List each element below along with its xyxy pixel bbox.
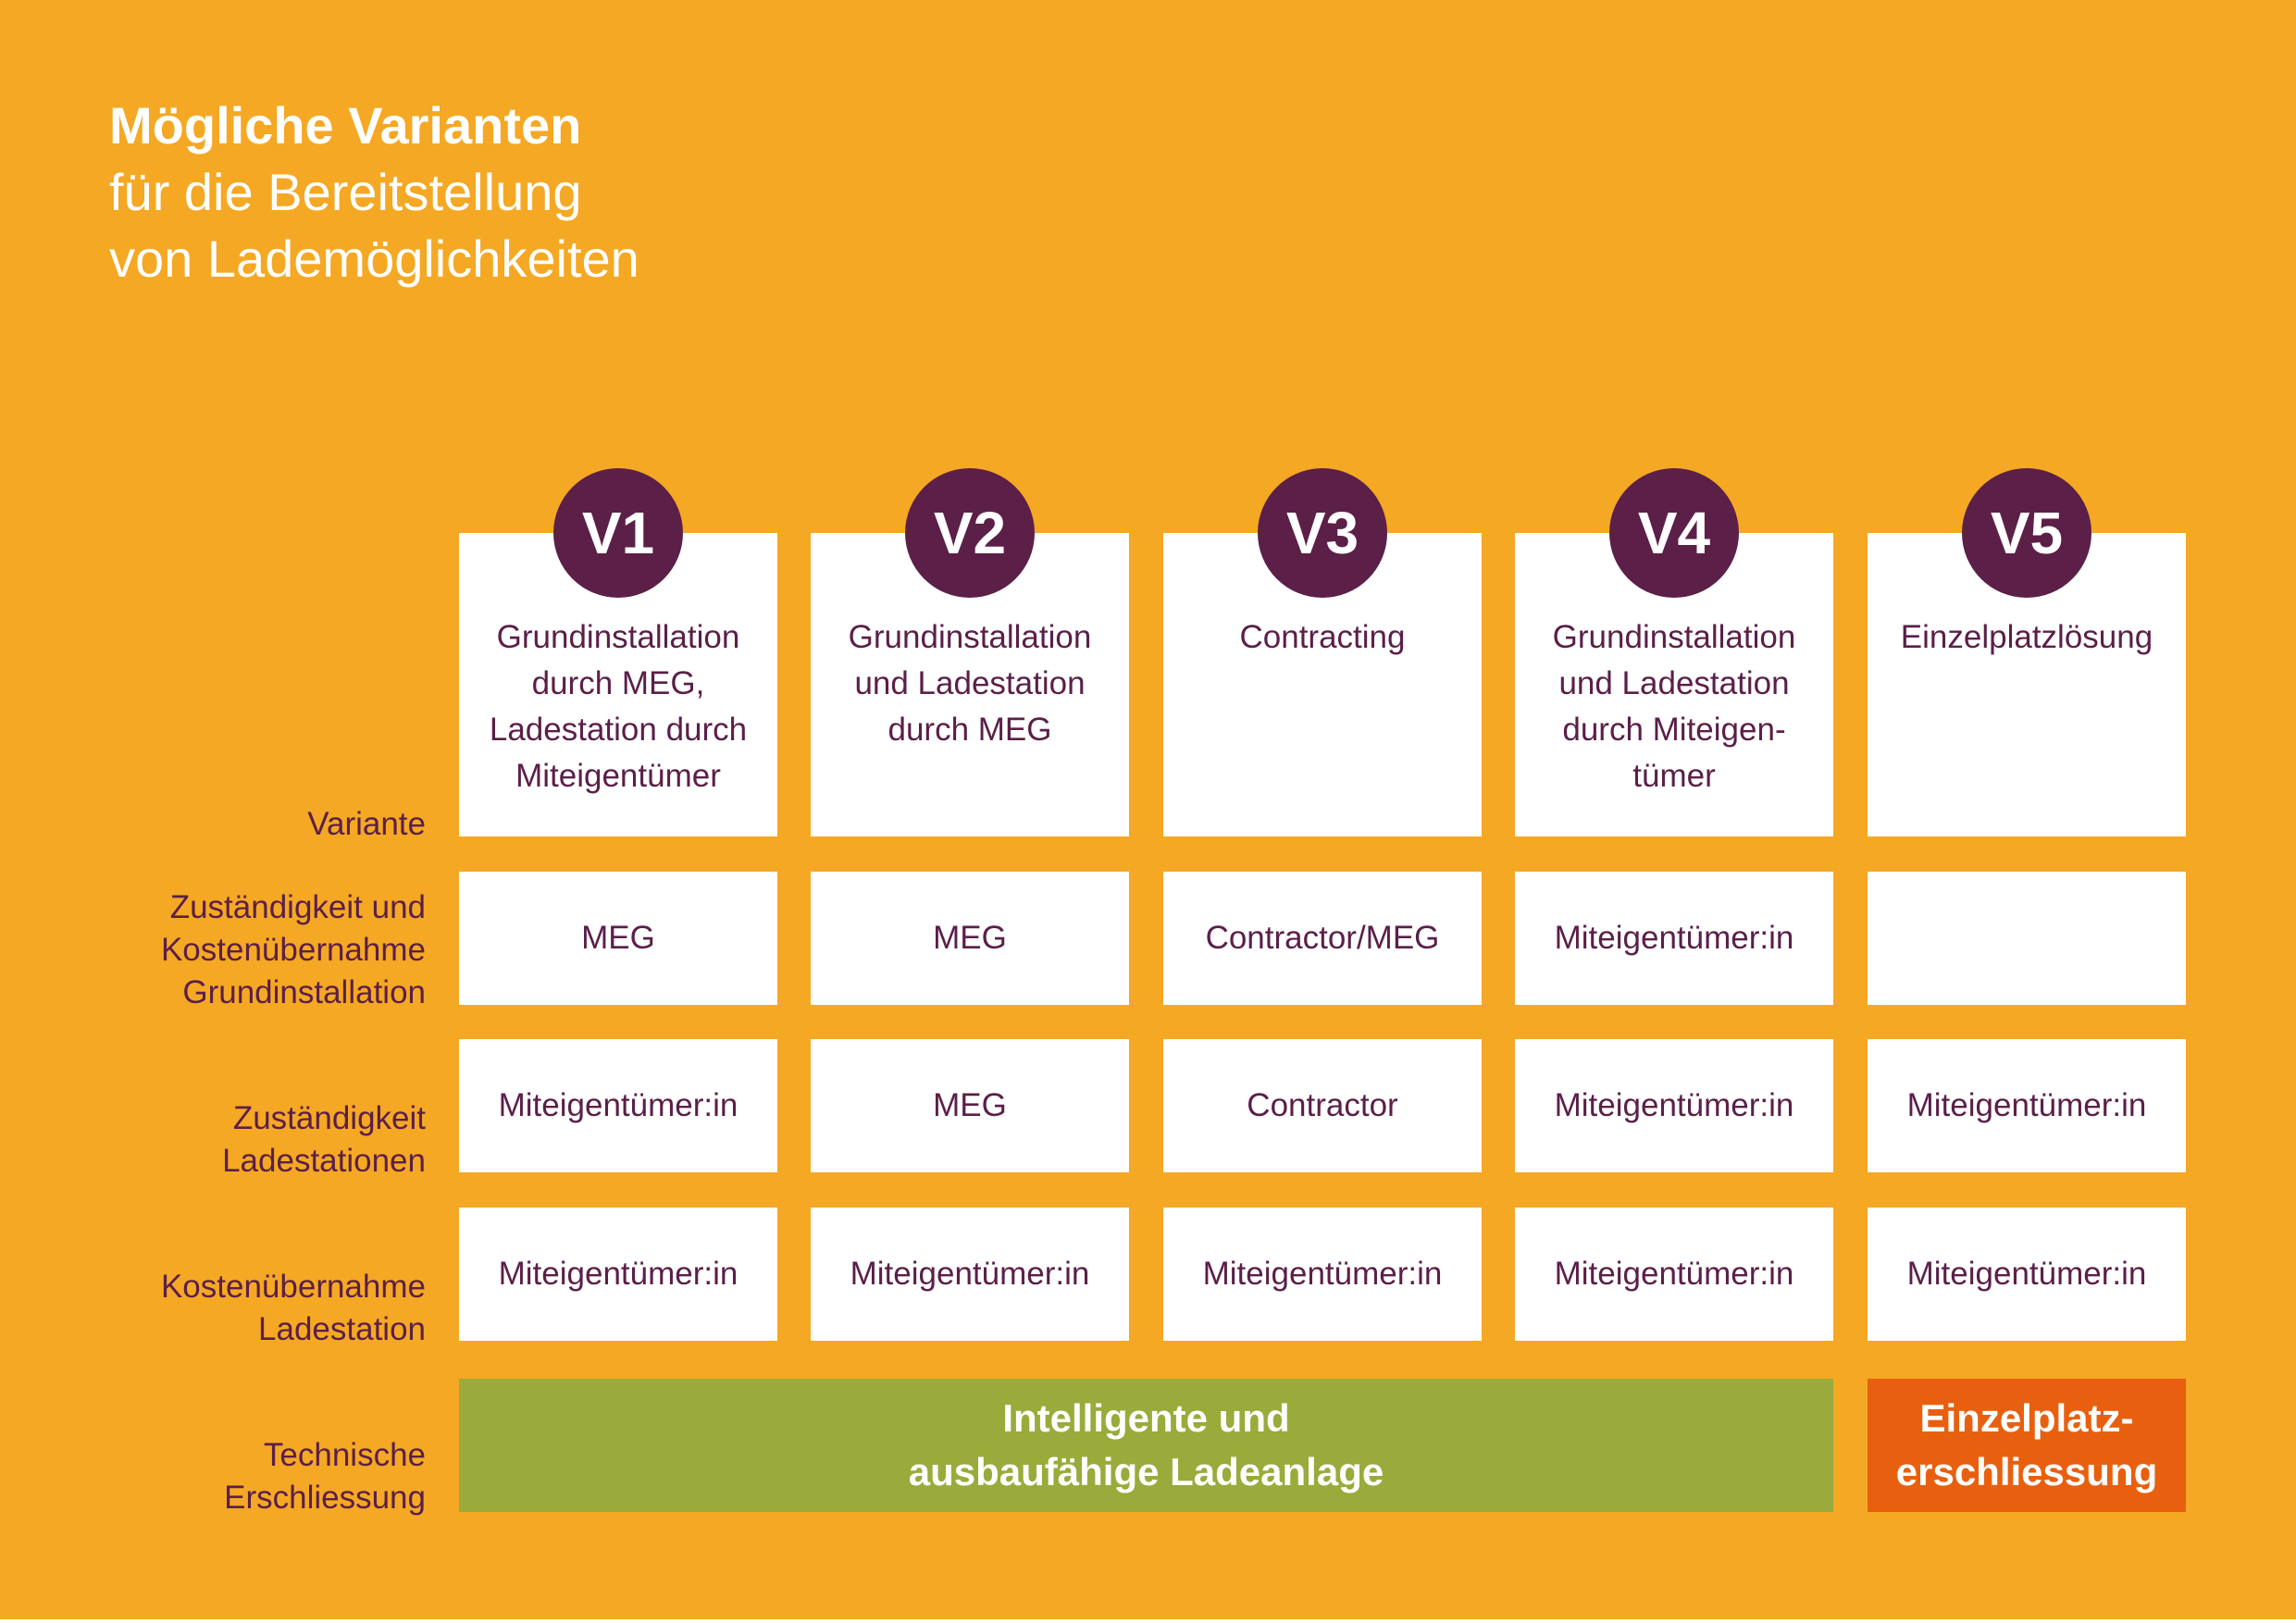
cell-lade-v4-text: Miteigentümer:in: [1554, 1087, 1794, 1123]
cell-grund-v3-text: Contractor/MEG: [1205, 920, 1440, 956]
row-label-variant: Variante: [307, 806, 426, 842]
cell-grund-v1-text: MEG: [581, 920, 655, 956]
variant-name-v4: Grundinstallation und Ladestation durch …: [1552, 619, 1796, 794]
cell-lade-v3: Contractor: [1163, 1039, 1482, 1172]
cell-lade-v2-text: MEG: [933, 1087, 1007, 1123]
variant-card-v2: Grundinstallation und Ladestation durch …: [811, 533, 1129, 836]
badge-v3: V3: [1258, 468, 1387, 598]
cell-grund-v3: Contractor/MEG: [1163, 872, 1482, 1005]
badge-v5: V5: [1962, 468, 2091, 598]
heading-line-2: für die Bereitstellung: [109, 163, 582, 221]
variant-name-v3: Contracting: [1239, 619, 1406, 655]
cell-grund-v4-text: Miteigentümer:in: [1554, 920, 1794, 956]
bottom-divider: [0, 1619, 2296, 1623]
variant-name-v1: Grundinstallation durch MEG, Ladestation…: [489, 619, 748, 794]
cell-grund-v4: Miteigentümer:in: [1515, 872, 1833, 1005]
row-label-grundinstallation: Zuständigkeit und Kostenübernahme Grundi…: [160, 889, 426, 1010]
row-label-ladestationen: Zuständigkeit Ladestationen: [222, 1100, 426, 1179]
cell-grund-v5: [1868, 872, 2186, 1005]
cell-lade-v3-text: Contractor: [1247, 1087, 1398, 1123]
variant-name-v5: Einzelplatzlösung: [1900, 619, 2153, 655]
tech-bar-einzelplatz: Einzelplatz- erschliessung: [1868, 1379, 2186, 1512]
cell-kosten-v1: Miteigentümer:in: [459, 1208, 777, 1341]
heading-title: Mögliche Varianten: [109, 96, 582, 155]
cell-lade-v1-text: Miteigentümer:in: [498, 1087, 738, 1123]
cell-kosten-v4-text: Miteigentümer:in: [1554, 1256, 1794, 1292]
row-label-kosten-ladestation: Kostenübernahme Ladestation: [160, 1269, 426, 1347]
cell-grund-v2: MEG: [811, 872, 1129, 1005]
cell-kosten-v5: Miteigentümer:in: [1868, 1208, 2186, 1341]
badge-v1: V1: [553, 468, 683, 598]
cell-kosten-v3: Miteigentümer:in: [1163, 1208, 1482, 1341]
cell-kosten-v1-text: Miteigentümer:in: [498, 1256, 738, 1292]
cell-lade-v1: Miteigentümer:in: [459, 1039, 777, 1172]
cell-kosten-v3-text: Miteigentümer:in: [1202, 1256, 1443, 1292]
variant-name-v2: Grundinstallation und Ladestation durch …: [848, 619, 1092, 748]
cell-lade-v2: MEG: [811, 1039, 1129, 1172]
cell-grund-v2-text: MEG: [933, 920, 1007, 956]
cell-lade-v5-text: Miteigentümer:in: [1906, 1087, 2147, 1123]
cell-kosten-v4: Miteigentümer:in: [1515, 1208, 1833, 1341]
row-label-technische-erschliessung: Technische Erschliessung: [224, 1437, 426, 1516]
tech-bar-einzelplatz-text: Einzelplatz- erschliessung: [1895, 1396, 2158, 1493]
cell-kosten-v5-text: Miteigentümer:in: [1906, 1256, 2147, 1292]
badge-v2: V2: [905, 468, 1035, 598]
heading: Mögliche Varianten für die Bereitstellun…: [109, 93, 639, 292]
cell-kosten-v2: Miteigentümer:in: [811, 1208, 1129, 1341]
badge-v4: V4: [1609, 468, 1739, 598]
cell-grund-v1: MEG: [459, 872, 777, 1005]
cell-lade-v5: Miteigentümer:in: [1868, 1039, 2186, 1172]
heading-line-3: von Lademöglichkeiten: [109, 229, 639, 288]
cell-lade-v4: Miteigentümer:in: [1515, 1039, 1833, 1172]
tech-bar-intelligent-text: Intelligente und ausbaufähige Ladeanlage: [908, 1396, 1384, 1493]
cell-kosten-v2-text: Miteigentümer:in: [850, 1256, 1090, 1292]
variant-card-v4: Grundinstallation und Ladestation durch …: [1515, 533, 1833, 836]
tech-bar-intelligent: Intelligente und ausbaufähige Ladeanlage: [459, 1379, 1833, 1512]
